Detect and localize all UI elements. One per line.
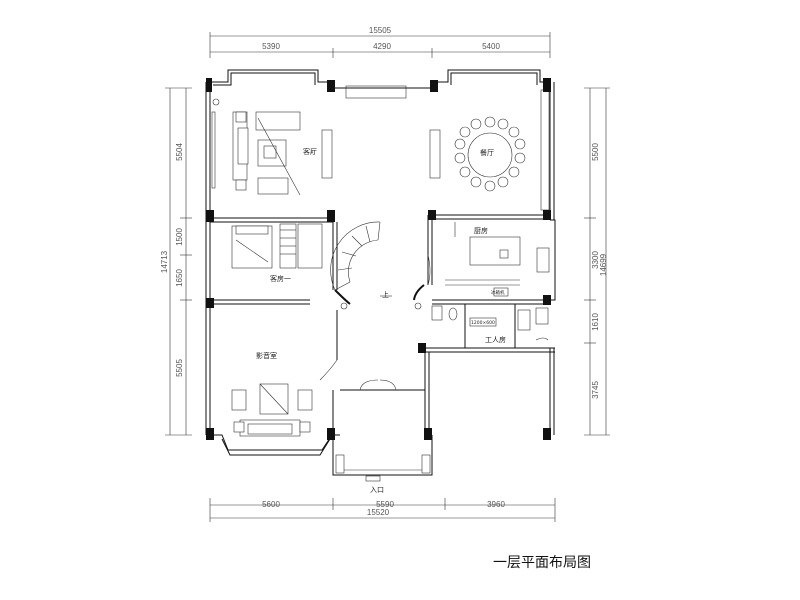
living-room-furniture: ⚘	[211, 98, 333, 196]
guest-room-furniture	[231, 223, 323, 269]
dining-room-label: 餐厅	[480, 148, 494, 157]
kitchen-label: 厨房	[474, 226, 488, 235]
right-dim-2: 3300	[591, 251, 600, 269]
left-dim-3: 1650	[175, 269, 184, 287]
bottom-dimension-chain: 5600 5590 3960 15520	[209, 498, 556, 522]
right-dimension-chain: 5500 3300 1610 3745 14699	[584, 87, 610, 436]
staff-bath-fixtures: 1200×600	[431, 305, 549, 341]
appliance-label: 冰箱机	[491, 289, 505, 296]
bottom-total-dim: 15520	[367, 508, 390, 517]
theater-label: 影音室	[256, 351, 277, 360]
right-dim-4: 3745	[591, 381, 600, 399]
svg-text:⚘: ⚘	[310, 150, 314, 156]
top-dim-1: 5390	[262, 42, 280, 51]
guest-room-label: 客房一	[270, 274, 291, 283]
staff-room-label: 工人房	[485, 335, 506, 344]
dining-room-furniture	[429, 116, 526, 192]
right-dim-1: 5500	[591, 143, 600, 161]
bottom-dim-1: 5600	[262, 500, 280, 509]
top-dim-3: 5400	[482, 42, 500, 51]
theater-furniture	[231, 359, 338, 437]
spiral-stair: 上	[330, 221, 425, 310]
outer-walls	[205, 69, 556, 476]
right-total-dim: 14699	[599, 253, 608, 276]
living-room-label: 客厅	[303, 147, 317, 156]
structural-columns	[206, 78, 551, 440]
bottom-dim-3: 3960	[487, 500, 505, 509]
stair-up-label: 上	[382, 290, 389, 299]
kitchen-fixtures: 冰箱机	[427, 222, 550, 297]
washer-label: 1200×600	[471, 320, 495, 326]
entrance-doors	[359, 379, 397, 482]
left-dim-2: 1500	[175, 228, 184, 246]
left-dim-4: 5505	[175, 359, 184, 377]
left-dimension-chain: 5504 1500 1650 5505 14713	[160, 87, 192, 436]
entrance-label: 入口	[370, 486, 384, 494]
right-dim-3: 1610	[591, 313, 600, 331]
left-total-dim: 14713	[160, 250, 169, 273]
bottom-dim-2: 5590	[376, 500, 394, 509]
interior-walls	[210, 214, 550, 435]
top-dimension-chain: 15505 5390 4290 5400	[209, 26, 551, 58]
top-dim-2: 4290	[373, 42, 391, 51]
drawing-title: 一层平面布局图	[493, 555, 591, 571]
left-dim-1: 5504	[175, 143, 184, 161]
top-total-dim: 15505	[369, 26, 392, 35]
